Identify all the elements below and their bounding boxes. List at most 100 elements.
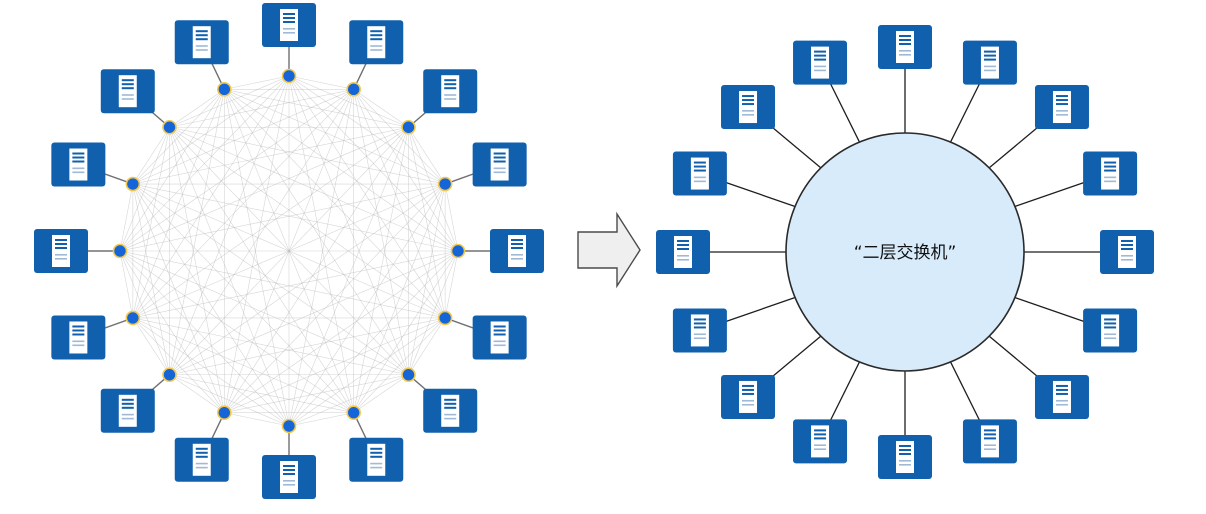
mesh-port-dot xyxy=(437,310,453,326)
server-icon xyxy=(962,40,1017,85)
mesh-port-dot xyxy=(281,418,297,434)
server-icon xyxy=(34,229,88,273)
mesh-link xyxy=(119,250,170,375)
mesh-link xyxy=(132,75,290,185)
mesh-link xyxy=(408,183,446,375)
mesh-port-dot xyxy=(217,405,232,420)
mesh-link xyxy=(132,183,409,375)
server-icon xyxy=(878,25,932,69)
mesh-link xyxy=(119,250,409,376)
mesh-link xyxy=(169,126,459,252)
mesh-port-dot xyxy=(401,119,416,135)
mesh-link xyxy=(169,127,446,319)
mesh-port-dot xyxy=(401,367,416,383)
server-icon xyxy=(262,455,316,499)
mesh-link xyxy=(169,374,225,413)
server-icon xyxy=(51,142,106,187)
star-network: “二层交换机” xyxy=(656,25,1154,479)
mesh-link xyxy=(132,89,225,185)
mesh-link xyxy=(119,250,354,413)
server-icon xyxy=(100,388,155,433)
server-icon xyxy=(1034,374,1089,419)
mesh-link xyxy=(132,89,225,319)
mesh-port-dot xyxy=(125,176,141,192)
server-icon xyxy=(472,142,527,187)
server-icon xyxy=(1100,230,1154,274)
mesh-link xyxy=(132,127,170,319)
server-icon xyxy=(100,69,155,114)
mesh-link xyxy=(119,183,446,252)
server-icon xyxy=(472,315,527,360)
server-icon xyxy=(174,20,229,65)
mesh-link xyxy=(132,317,225,413)
server-icon xyxy=(174,437,229,482)
switch-label: “二层交换机” xyxy=(854,243,957,263)
mesh-links xyxy=(119,75,459,427)
server-icon xyxy=(1083,308,1138,353)
mesh-link xyxy=(119,183,134,252)
mesh-link xyxy=(169,89,225,375)
mesh-link xyxy=(169,89,354,375)
mesh-link xyxy=(408,317,446,375)
server-icon xyxy=(962,419,1017,464)
mesh-link xyxy=(224,89,409,128)
server-icon xyxy=(51,315,106,360)
mesh-port-dot xyxy=(112,243,128,259)
mesh-link xyxy=(353,250,459,413)
mesh-port-dot xyxy=(450,243,466,259)
mesh-link xyxy=(132,183,459,252)
mesh-link xyxy=(288,317,446,427)
mesh-link xyxy=(224,75,290,90)
mesh-ports xyxy=(112,68,466,434)
mesh-port-dot xyxy=(125,310,141,326)
mesh-link xyxy=(224,89,446,185)
server-icon xyxy=(721,85,776,130)
mesh-link xyxy=(169,127,290,427)
mesh-port-dot xyxy=(346,82,361,97)
mesh-link xyxy=(444,250,459,319)
mesh-link xyxy=(224,412,290,427)
server-icon xyxy=(656,230,710,274)
server-icon xyxy=(878,435,932,479)
mesh-link xyxy=(224,89,446,319)
server-icon xyxy=(793,40,848,85)
server-icon xyxy=(349,437,404,482)
mesh-link xyxy=(224,374,409,413)
server-icon xyxy=(672,308,727,353)
full-mesh-network xyxy=(34,3,544,499)
mesh-link xyxy=(288,75,446,185)
server-icon xyxy=(423,388,478,433)
mesh-link xyxy=(224,89,409,375)
mesh-link xyxy=(444,183,459,252)
mesh-link xyxy=(169,89,225,128)
server-icon xyxy=(1034,85,1089,130)
mesh-link xyxy=(132,317,290,427)
mesh-link xyxy=(119,127,170,252)
mesh-link xyxy=(224,127,409,413)
mesh-link xyxy=(132,127,170,185)
server-icon xyxy=(672,151,727,196)
mesh-link xyxy=(408,127,446,185)
mesh-port-dot xyxy=(162,119,177,135)
server-icon xyxy=(1083,151,1138,196)
mesh-link xyxy=(169,183,446,375)
mesh-port-dot xyxy=(346,405,361,420)
server-icon xyxy=(721,374,776,419)
mesh-link xyxy=(132,317,170,375)
mesh-link xyxy=(169,127,225,413)
mesh-link xyxy=(224,75,290,413)
mesh-link xyxy=(169,89,354,128)
mesh-link xyxy=(119,250,225,413)
switch-circle xyxy=(785,132,1025,372)
mesh-link xyxy=(132,127,409,319)
mesh-link xyxy=(408,127,446,319)
mesh-link xyxy=(288,75,354,90)
server-icon xyxy=(490,229,544,273)
mesh-link xyxy=(224,89,459,252)
mesh-link xyxy=(353,89,409,128)
mesh-link xyxy=(288,75,354,413)
mesh-link xyxy=(119,250,134,319)
mesh-link xyxy=(132,183,290,427)
right-arrow-icon xyxy=(577,211,641,289)
mesh-port-dot xyxy=(162,367,177,383)
